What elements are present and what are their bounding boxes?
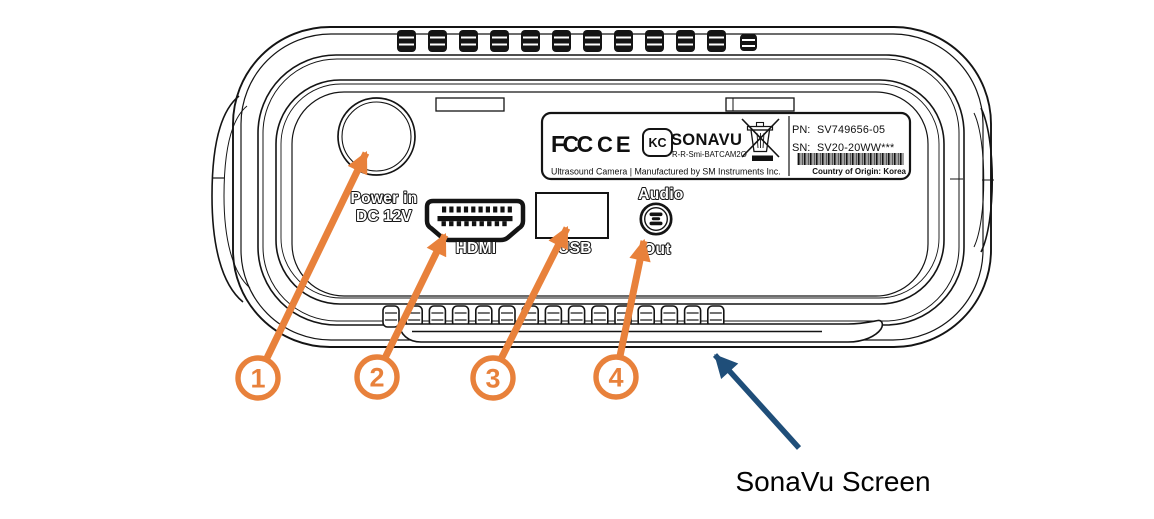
device-housing-outline: [211, 26, 994, 348]
callout-arrow-2: [381, 233, 449, 360]
callout-arrows: [263, 151, 651, 361]
power-in-connector: [337, 97, 416, 176]
kc-model-code: R-R-Smi-BATCAM2O: [672, 150, 747, 159]
part-number-label: PN:: [792, 124, 810, 136]
hdmi-port: [424, 198, 526, 243]
left-side-lip: [211, 95, 251, 303]
power-port-label-line2: DC 12V: [356, 208, 412, 225]
callout-arrow-4: [616, 238, 651, 357]
serial-number-value: SV20-20WW***: [817, 142, 895, 154]
screen-annotation-arrow: [712, 353, 802, 450]
power-port-label-line1: Power in: [351, 190, 418, 207]
panel-slot-right: [725, 97, 795, 112]
weee-bin-icon: [741, 118, 780, 161]
callout-2-number: 2: [369, 363, 384, 393]
screen-bottom-edge: [398, 319, 884, 343]
audio-port-label-top: Audio: [638, 186, 683, 203]
country-of-origin: Country of Origin: Korea: [812, 167, 906, 176]
product-label-plate: FCC CE KC SONAVU R-R-Smi-BATCAM2O PN: SV…: [540, 111, 912, 181]
barcode: [797, 153, 904, 165]
callout-1-number: 1: [250, 364, 265, 394]
fcc-logo-icon: FCC: [551, 131, 593, 157]
screen-annotation-label: SonaVu Screen: [735, 466, 930, 497]
callout-arrow-1: [263, 151, 370, 360]
serial-number-label: SN:: [792, 142, 810, 154]
kc-mark-icon: KC: [642, 128, 673, 157]
callout-2: 2: [354, 354, 400, 400]
audio-out-jack: [639, 202, 673, 236]
audio-port-label-bottom: Out: [643, 241, 671, 258]
ce-mark-icon: CE: [597, 132, 634, 157]
panel-slot-left: [435, 97, 505, 112]
hdmi-port-label: HDMI: [456, 240, 497, 257]
callout-arrow-3: [497, 226, 571, 361]
top-vents: [396, 29, 757, 53]
callout-4: 4: [593, 354, 639, 400]
callout-1: 1: [235, 355, 281, 401]
sonavu-brand-logo: SONAVU: [671, 131, 742, 149]
callout-3: 3: [470, 355, 516, 401]
label-footer-text: Ultrasound Camera | Manufactured by SM I…: [551, 167, 781, 177]
part-number-value: SV749656-05: [817, 124, 885, 136]
hdmi-pins: [437, 206, 513, 227]
usb-port: [535, 192, 609, 239]
right-side-ridge: [950, 107, 994, 253]
svg-text:KC: KC: [648, 136, 666, 150]
callout-3-number: 3: [485, 364, 500, 394]
callout-4-number: 4: [608, 363, 623, 393]
